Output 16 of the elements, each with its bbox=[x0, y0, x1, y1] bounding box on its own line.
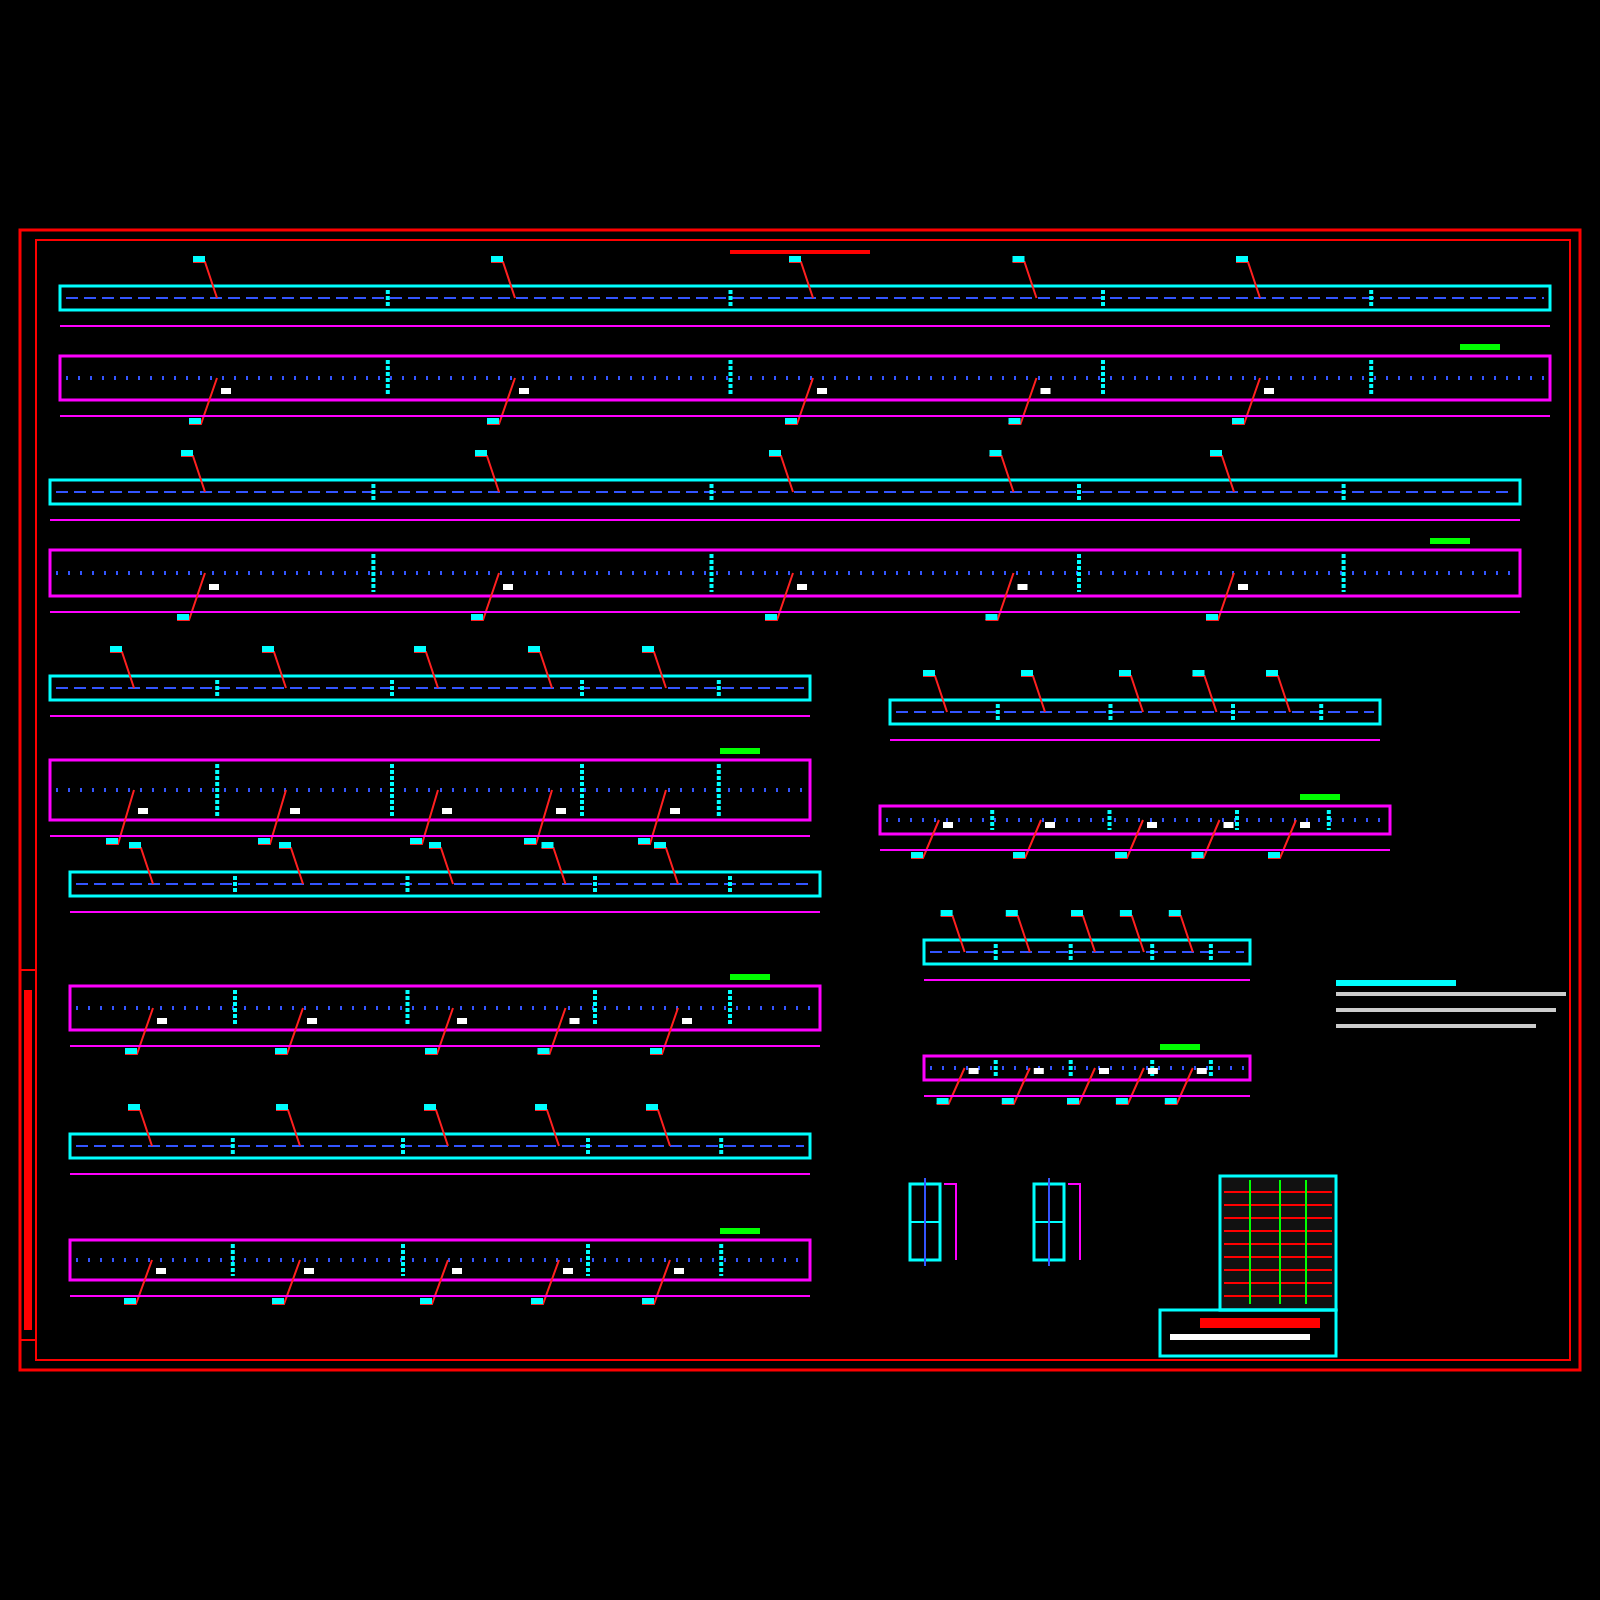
beam-plan bbox=[922, 1044, 1252, 1105]
beam-elevation bbox=[888, 670, 1382, 741]
beam-plan bbox=[68, 1228, 812, 1305]
beam-plan bbox=[878, 794, 1392, 859]
beam-section bbox=[1032, 1177, 1081, 1267]
beam-plan bbox=[48, 538, 1522, 621]
beam-elevation bbox=[48, 646, 812, 717]
beam-section bbox=[908, 1177, 957, 1267]
beam-elevation bbox=[68, 842, 822, 913]
beam-elevation bbox=[58, 256, 1552, 327]
beam-plan bbox=[58, 344, 1552, 425]
beam-elevation bbox=[922, 910, 1252, 981]
beam-elevation bbox=[48, 450, 1522, 521]
beam-elevation bbox=[68, 1104, 812, 1175]
beam-plan bbox=[68, 974, 822, 1055]
beam-plan bbox=[48, 748, 812, 845]
